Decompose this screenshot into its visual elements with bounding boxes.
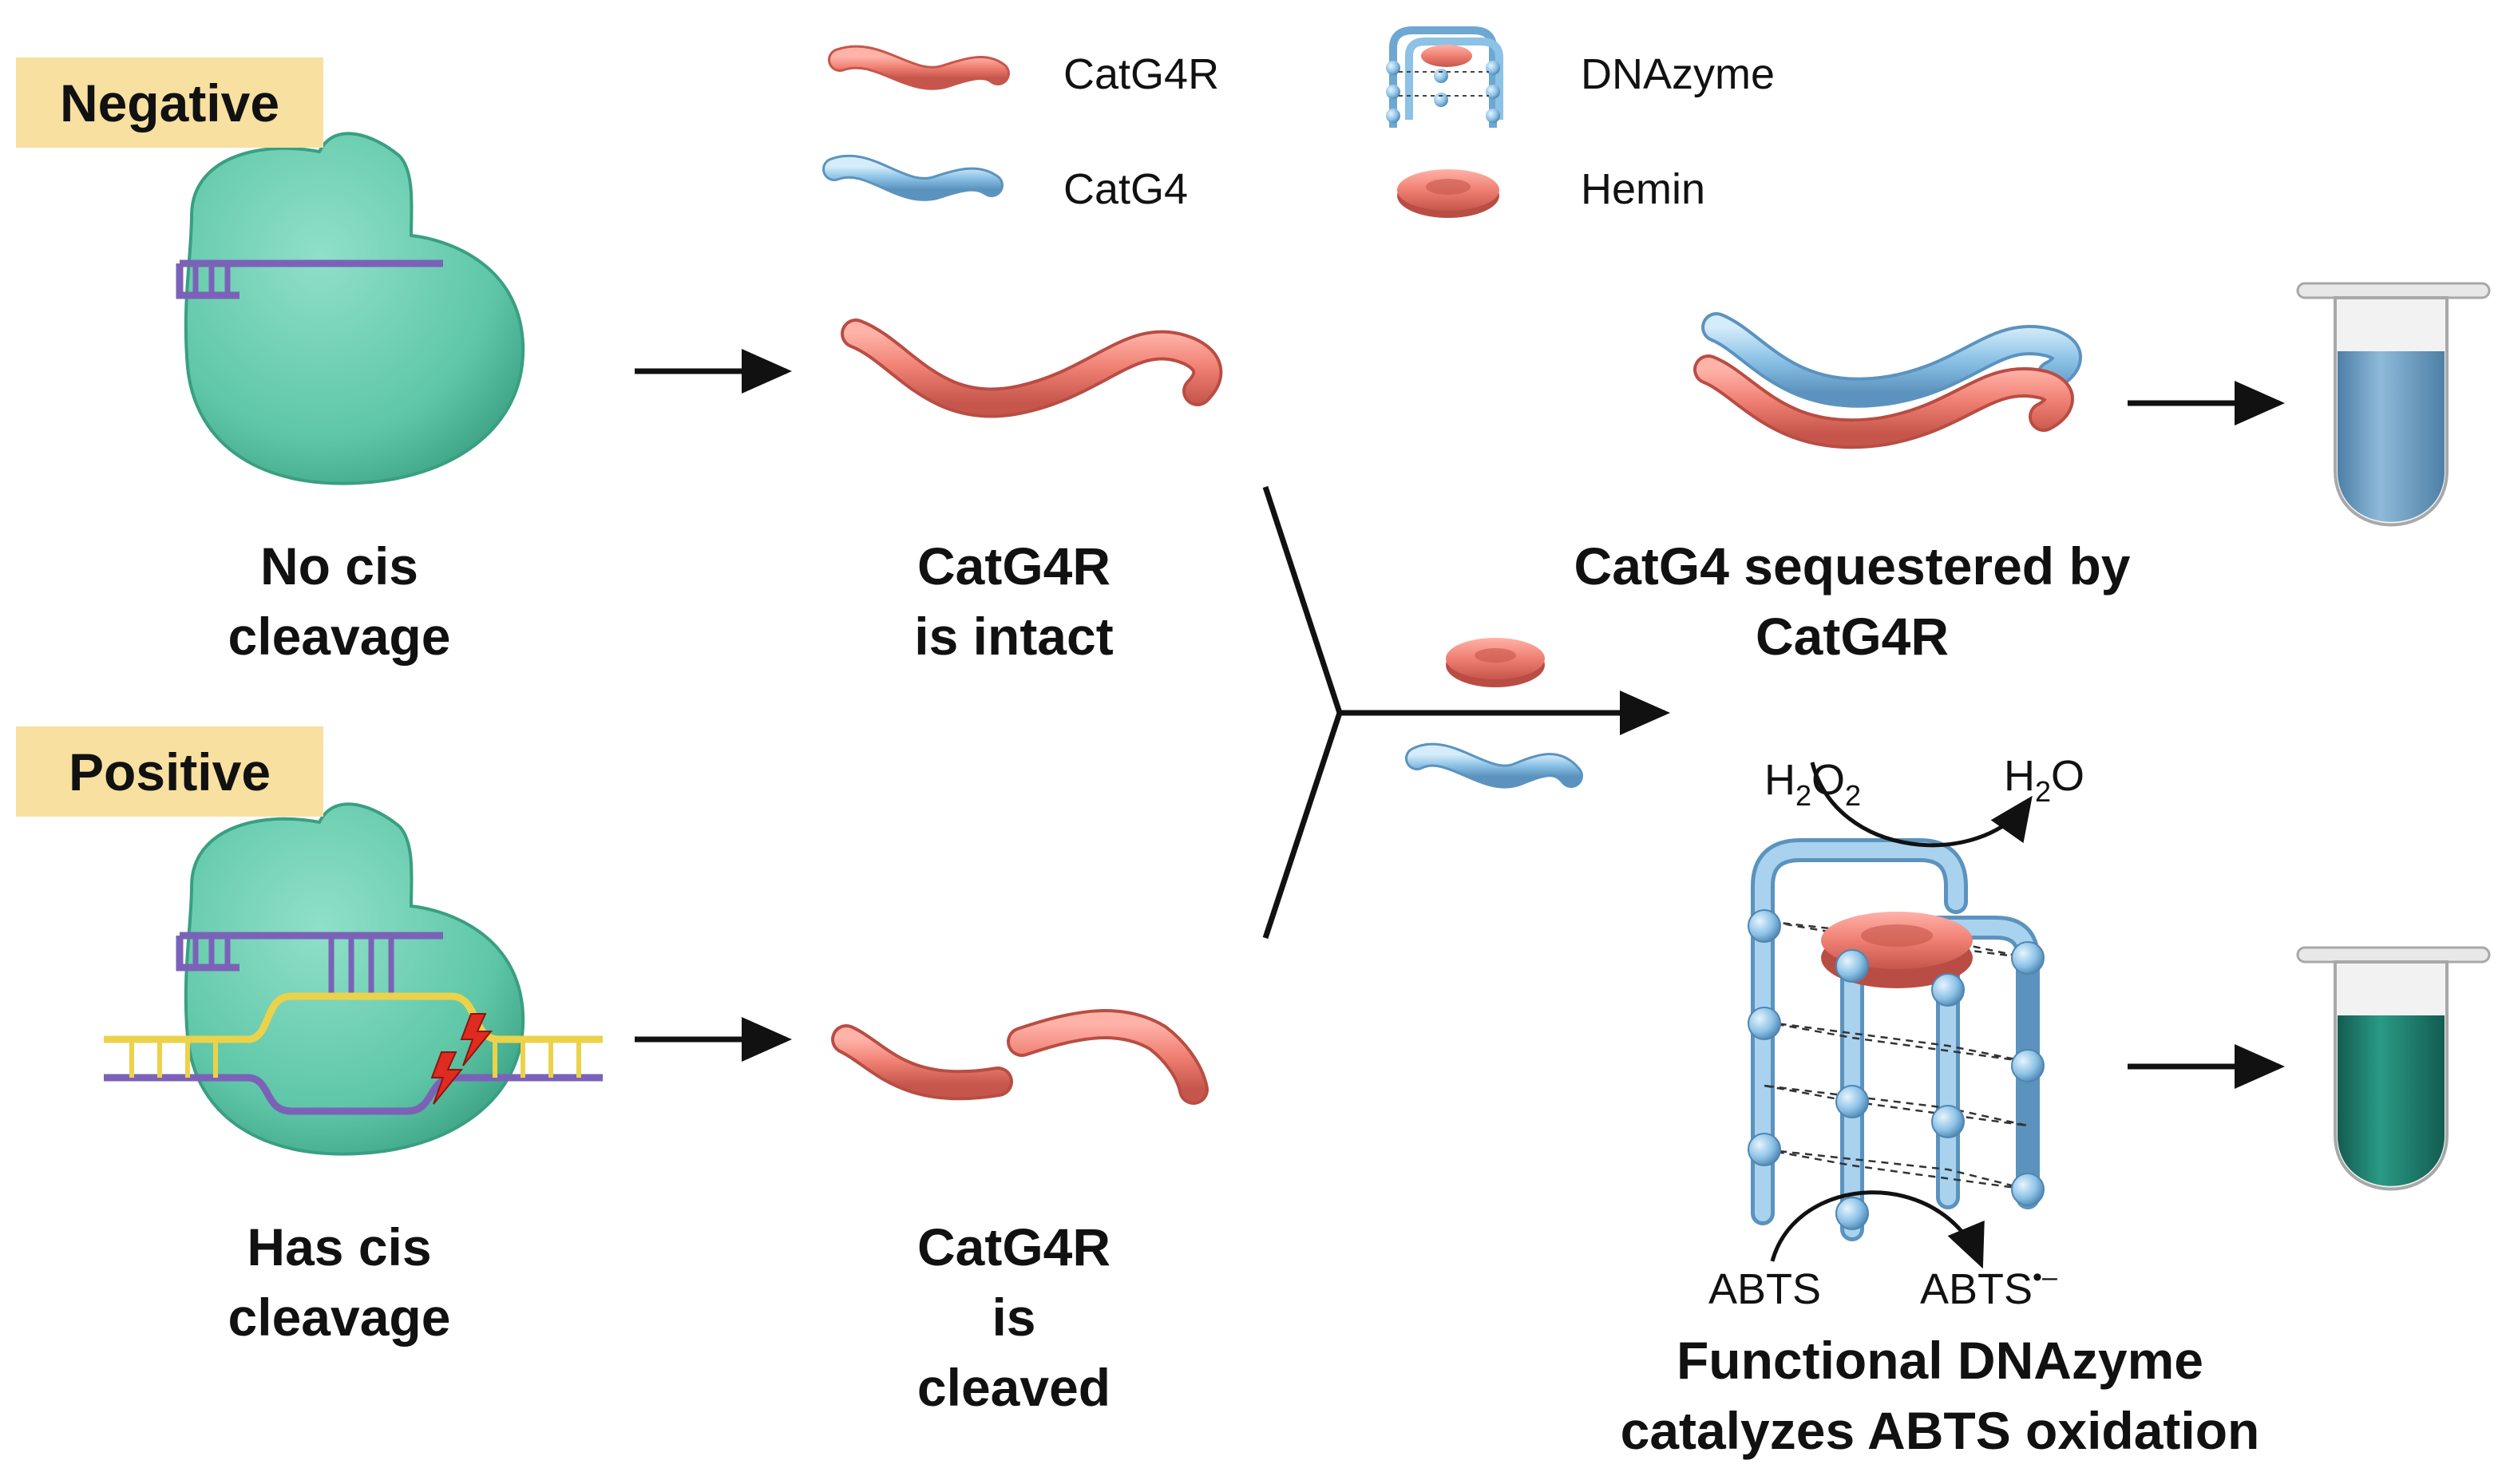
legend <box>822 26 1503 218</box>
has-cleavage-caption: Has cis cleavage <box>228 1217 451 1347</box>
tube-positive-icon <box>2296 946 2491 1191</box>
positive-label: Positive <box>16 726 323 817</box>
positive-enzyme-icon <box>104 802 603 1156</box>
intact-caption: CatG4R is intact <box>914 536 1114 666</box>
negative-label: Negative <box>16 57 323 148</box>
catg4r-intact-strand-icon <box>841 319 1223 418</box>
legend-hemin-text: Hemin <box>1581 165 1706 213</box>
legend-catg4r-strand-icon <box>828 45 1010 90</box>
negative-enzyme-icon <box>176 132 525 485</box>
functional-caption: Functional DNAzyme catalyzes ABTS oxidat… <box>1620 1331 2260 1460</box>
legend-catg4-text: CatG4 <box>1063 165 1189 213</box>
cleavage-bolt-icon <box>430 1013 493 1105</box>
catg4-strand-icon <box>1405 742 1583 789</box>
hemin-icon <box>1446 638 1545 687</box>
abts-radical-label: ABTS•– <box>1920 1262 2057 1313</box>
cleaved-caption: CatG4R is cleaved <box>916 1217 1111 1417</box>
dnazyme-icon: H2O2 H2O ABTS ABTS•– <box>1708 752 2084 1313</box>
legend-dnazyme-icon <box>1386 26 1503 128</box>
legend-hemin-icon <box>1397 169 1499 218</box>
abts-label: ABTS <box>1708 1265 1821 1313</box>
arrows <box>635 349 2285 1089</box>
sequestered-caption: CatG4 sequestered by CatG4R <box>1574 536 2131 666</box>
h2o-label: H2O <box>2004 752 2084 808</box>
catg4r-cleaved-strand-icon <box>831 1009 1209 1105</box>
merge-bracket <box>1262 485 1343 940</box>
tube-negative-icon <box>2296 282 2491 527</box>
legend-catg4r-text: CatG4R <box>1063 50 1220 98</box>
sequestered-duplex-icon <box>1693 312 2082 449</box>
no-cleavage-caption: No cis cleavage <box>228 536 451 666</box>
legend-catg4-strand-icon <box>822 154 1004 201</box>
legend-dnazyme-text: DNAzyme <box>1581 50 1776 98</box>
h2o2-label: H2O2 <box>1764 756 1861 812</box>
